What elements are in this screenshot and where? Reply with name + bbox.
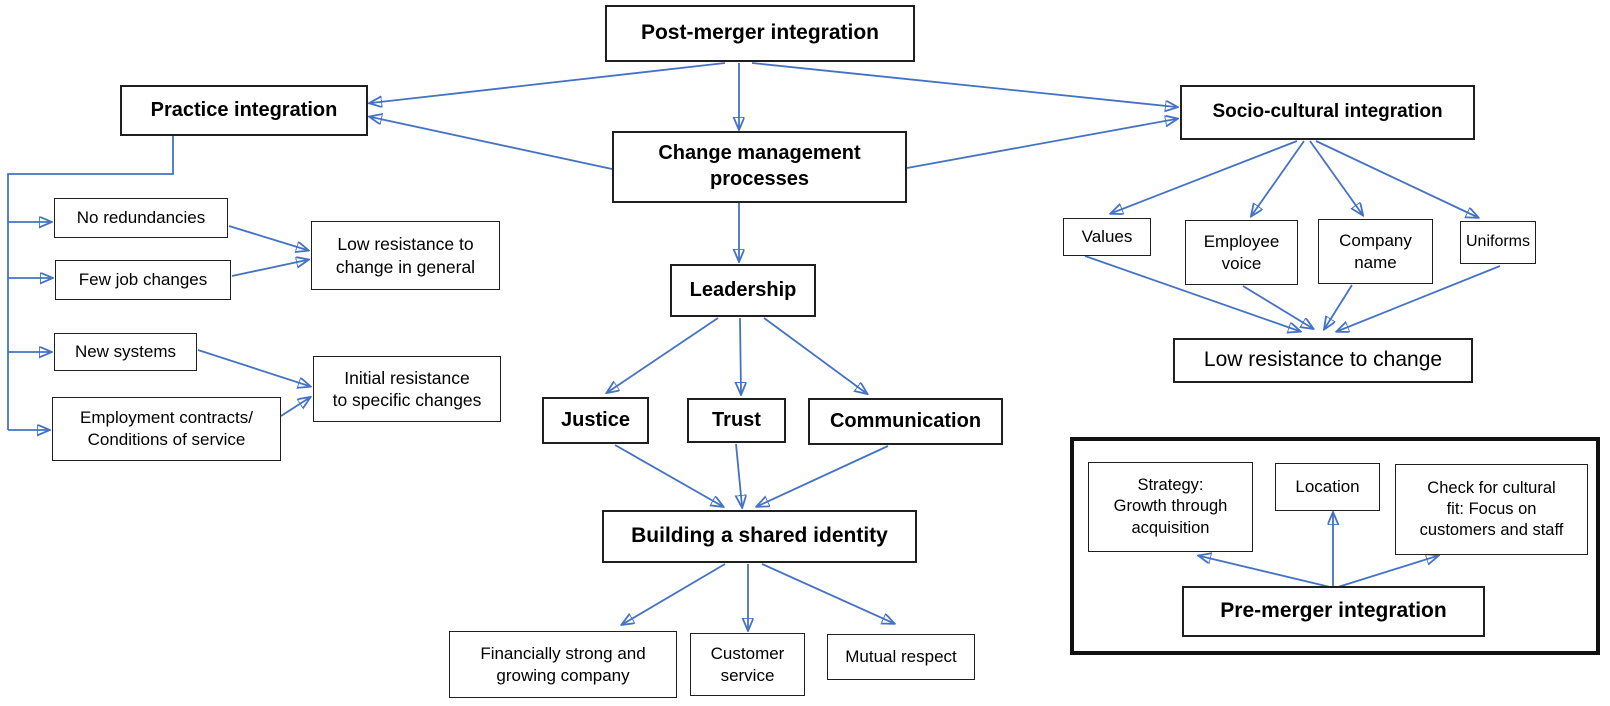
arrow-employment-to-initialres	[280, 398, 309, 417]
node-mutual-respect: Mutual respect	[827, 634, 975, 680]
arrows-practice-branch	[7, 136, 309, 430]
arrow-newsystems-to-initialres	[197, 349, 309, 386]
arrow-noredundancies-to-lowres	[228, 225, 307, 250]
node-employee-voice: Employee voice	[1185, 220, 1298, 285]
arrow-employeevoice-to-lowreschange	[1242, 285, 1312, 328]
node-trust: Trust	[687, 398, 786, 443]
node-location: Location	[1275, 463, 1380, 511]
node-socio-cultural-integration: Socio-cultural integration	[1180, 85, 1475, 140]
node-pre-merger-integration: Pre-merger integration	[1182, 586, 1485, 637]
node-no-redundancies: No redundancies	[54, 198, 228, 238]
node-few-job-changes: Few job changes	[55, 260, 231, 300]
arrows-center-column	[608, 203, 893, 629]
arrow-communication-to-sharedidentity	[758, 445, 889, 506]
arrow-postmerger-to-practice	[371, 62, 726, 103]
arrow-premerger-to-checkcultural	[1337, 556, 1437, 588]
practice-branch-trunk	[7, 136, 174, 430]
arrow-socio-to-values	[1112, 140, 1298, 213]
arrow-fewjob-to-lowres	[231, 260, 307, 277]
node-financially-strong: Financially strong and growing company	[449, 631, 677, 698]
node-low-resistance-to-change: Low resistance to change	[1173, 338, 1473, 383]
arrow-socio-to-companyname	[1309, 140, 1362, 214]
arrow-uniforms-to-lowreschange	[1338, 265, 1501, 331]
node-practice-integration: Practice integration	[120, 85, 368, 136]
node-company-name: Company name	[1318, 219, 1433, 284]
node-check-cultural-fit: Check for cultural fit: Focus on custome…	[1395, 464, 1588, 555]
node-strategy-growth: Strategy: Growth through acquisition	[1088, 462, 1253, 552]
arrow-socio-to-uniforms	[1315, 140, 1477, 217]
node-justice: Justice	[542, 397, 649, 444]
arrow-socio-to-employeevoice	[1252, 140, 1305, 215]
arrows-top-level	[371, 62, 1176, 170]
node-new-systems: New systems	[54, 333, 197, 371]
node-low-resistance-general: Low resistance to change in general	[311, 221, 500, 290]
node-post-merger-integration: Post-merger integration	[605, 5, 915, 62]
arrow-trust-to-sharedidentity	[736, 443, 742, 506]
node-initial-resistance-specific: Initial resistance to specific changes	[313, 356, 501, 422]
arrow-changemgmt-to-practice	[371, 117, 613, 170]
node-building-a-shared-identity: Building a shared identity	[602, 510, 917, 563]
arrow-changemgmt-to-socio	[906, 119, 1176, 169]
node-employment-contracts: Employment contracts/ Conditions of serv…	[52, 397, 281, 461]
arrows-pre-merger	[1200, 514, 1437, 588]
arrow-justice-to-sharedidentity	[614, 444, 722, 506]
arrow-sharedidentity-to-finstrong	[623, 563, 726, 624]
arrow-leadership-to-justice	[608, 317, 719, 392]
node-customer-service: Customer service	[690, 633, 805, 696]
arrow-values-to-lowreschange	[1084, 255, 1299, 331]
arrow-sharedidentity-to-mutualrespect	[761, 563, 893, 623]
arrow-companyname-to-lowreschange	[1325, 284, 1353, 328]
node-change-management-processes: Change management processes	[612, 131, 907, 203]
arrow-leadership-to-communication	[763, 317, 866, 393]
node-communication: Communication	[808, 398, 1003, 445]
arrows-socio-cluster	[1084, 140, 1501, 331]
node-uniforms: Uniforms	[1460, 221, 1536, 264]
arrow-postmerger-to-socio	[751, 62, 1176, 107]
node-leadership: Leadership	[670, 264, 816, 317]
arrow-premerger-to-strategy	[1200, 556, 1331, 588]
node-values: Values	[1063, 218, 1151, 256]
pre-merger-group-frame	[1070, 437, 1600, 655]
arrow-leadership-to-trust	[740, 317, 741, 393]
